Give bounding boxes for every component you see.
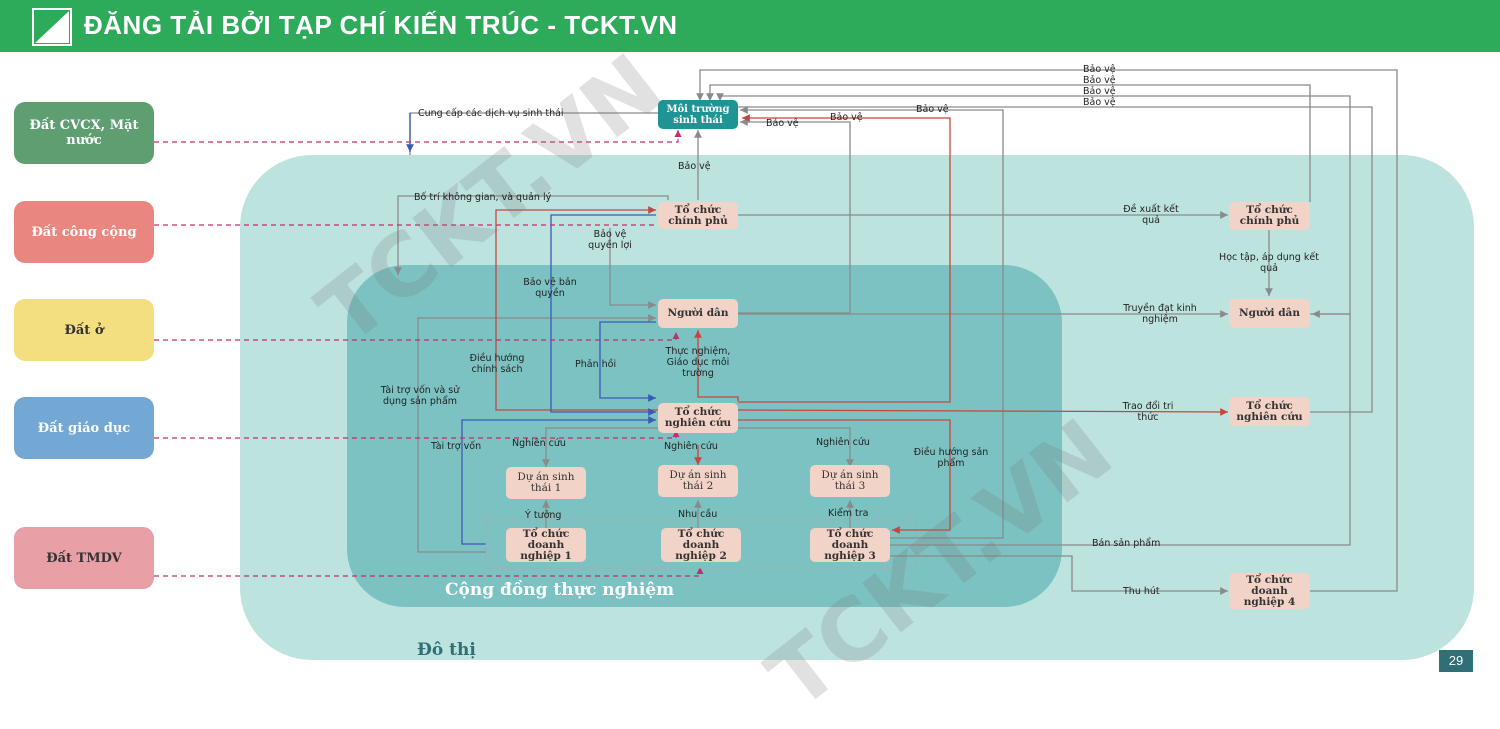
node-business-1: Tổ chức doanh nghiệp 1	[506, 528, 586, 562]
node-ext-people: Người dân	[1229, 299, 1310, 328]
label-research-2: Nghiên cứu	[664, 441, 718, 452]
label-policy-guidance: Điều hướng chính sách	[469, 353, 525, 375]
node-eco-project-2: Dự án sinh thái 2	[658, 465, 738, 497]
page-number: 29	[1439, 650, 1473, 672]
label-sell-products: Bán sản phẩm	[1092, 538, 1161, 549]
label-protect: Bảo vệ	[1083, 97, 1116, 108]
label-protect: Bảo vệ	[766, 118, 799, 129]
tckt-logo-icon	[32, 8, 72, 46]
urban-zone-label: Đô thị	[417, 640, 476, 660]
label-funding-product-use: Tài trợ vốn và sử dụng sản phẩm	[380, 385, 460, 407]
label-inspect: Kiểm tra	[828, 508, 869, 519]
label-idea: Ý tưởng	[525, 510, 562, 521]
label-demand: Nhu cầu	[678, 509, 718, 520]
label-eco-services: Cung cấp các dịch vụ sinh thái	[418, 108, 564, 119]
header-banner: ĐĂNG TẢI BỞI TẠP CHÍ KIẾN TRÚC - TCKT.VN	[0, 0, 1500, 52]
land-green-water: Đất CVCX, Mặt nước	[14, 102, 154, 164]
label-research-3: Nghiên cứu	[816, 437, 870, 448]
node-ext-research: Tổ chức nghiên cứu	[1229, 397, 1310, 426]
connector-lines	[154, 69, 1398, 595]
land-commercial: Đất TMDV	[14, 527, 154, 589]
node-ext-business-4: Tổ chức doanh nghiệp 4	[1229, 573, 1310, 609]
label-attract: Thu hút	[1123, 586, 1160, 597]
node-eco-project-3: Dự án sinh thái 3	[810, 465, 890, 497]
label-funding: Tài trợ vốn	[431, 441, 482, 452]
label-protect-rights: Bảo vệ quyền lợi	[588, 229, 632, 251]
node-eco-environment: Môi trường sinh thái	[658, 100, 738, 129]
label-protect: Bảo vệ	[830, 112, 863, 123]
node-government: Tổ chức chính phủ	[658, 202, 738, 229]
node-business-3: Tổ chức doanh nghiệp 3	[810, 528, 890, 562]
node-business-2: Tổ chức doanh nghiệp 2	[661, 528, 741, 562]
banner-title: ĐĂNG TẢI BỞI TẠP CHÍ KIẾN TRÚC - TCKT.VN	[84, 10, 678, 40]
community-zone-label: Cộng đồng thực nghiệm	[445, 580, 675, 600]
land-residential: Đất ở	[14, 299, 154, 361]
label-protect: Bảo vệ	[678, 161, 711, 172]
label-research-1: Nghiên cứu	[512, 438, 566, 449]
node-research: Tổ chức nghiên cứu	[658, 403, 738, 433]
node-eco-project-1: Dự án sinh thái 1	[506, 467, 586, 499]
label-space-management: Bố trí không gian, và quản lý	[414, 192, 552, 203]
land-public: Đất công cộng	[14, 201, 154, 263]
label-protect-copyright: Bảo vệ bản quyền	[523, 277, 577, 299]
label-propose-results: Đề xuất kết quả	[1123, 204, 1179, 226]
label-convey-experience: Truyền đạt kinh nghiệm	[1123, 303, 1197, 325]
node-people: Người dân	[658, 299, 738, 328]
label-learn-apply: Học tập, áp dụng kết quả	[1219, 252, 1319, 274]
label-protect: Bảo vệ	[1083, 86, 1116, 97]
label-protect: Bảo vệ	[1083, 64, 1116, 75]
land-education: Đất giáo dục	[14, 397, 154, 459]
label-protect: Bảo vệ	[916, 104, 949, 115]
label-product-guidance: Điều hướng sản phẩm	[913, 447, 989, 469]
label-knowledge-exchange: Trao đổi tri thức	[1122, 401, 1174, 423]
node-ext-government: Tổ chức chính phủ	[1229, 202, 1310, 230]
label-protect: Bảo vệ	[1083, 75, 1116, 86]
label-feedback: Phản hồi	[575, 359, 617, 370]
label-experiment-education: Thực nghiệm, Giáo dục môi trường	[665, 346, 731, 379]
